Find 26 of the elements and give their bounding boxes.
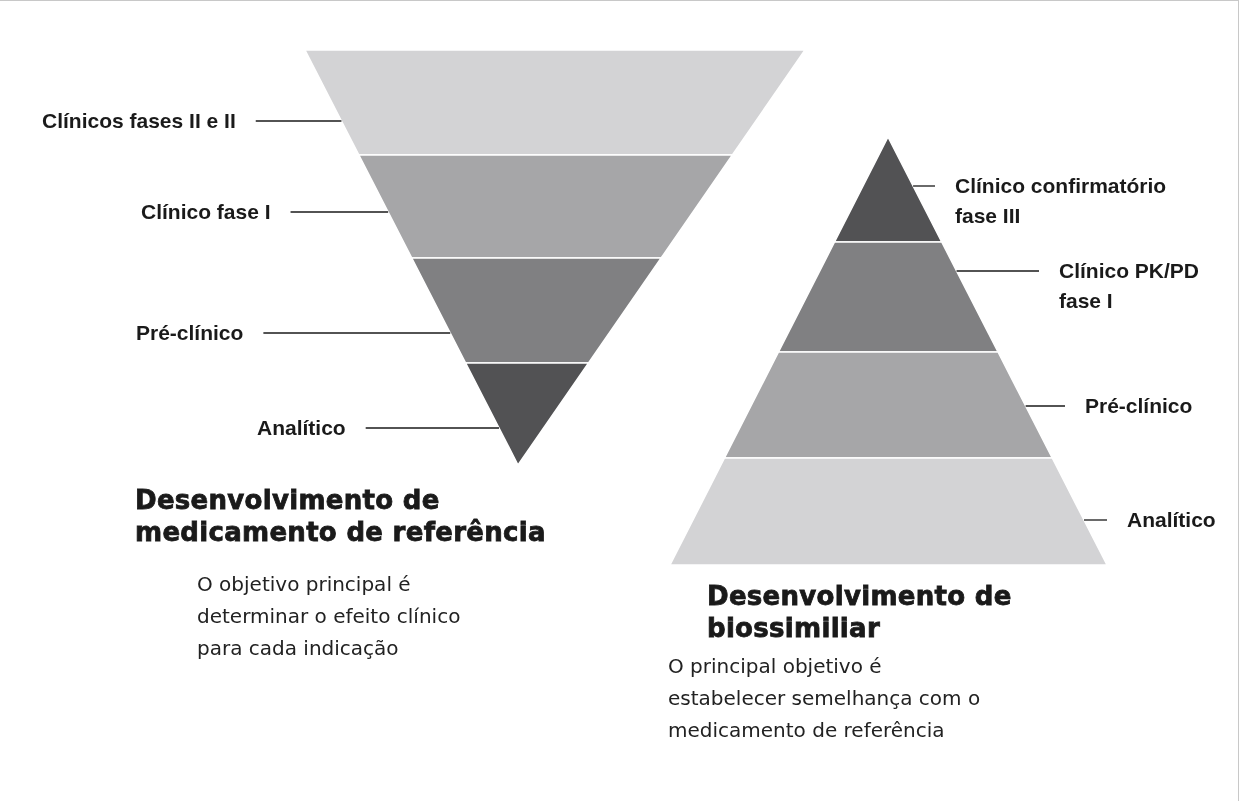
stage-label: Pré-clínico bbox=[136, 318, 244, 348]
pyramid-band bbox=[668, 457, 1109, 566]
leader-line bbox=[255, 120, 343, 122]
heading: Desenvolvimento de biossimiliar bbox=[707, 580, 1013, 644]
stage-label: Analítico bbox=[1127, 505, 1216, 535]
stage-label: Clínico PK/PD fase I bbox=[1059, 256, 1219, 316]
pyramid-band bbox=[723, 351, 1054, 459]
pyramid-band bbox=[357, 154, 734, 259]
leader-line bbox=[1083, 519, 1108, 521]
description: O principal objetivo é estabelecer semelhança com o medicamento de referência bbox=[668, 653, 982, 744]
leader-line bbox=[262, 332, 451, 334]
pyramid-band bbox=[777, 241, 1000, 353]
stage-label: Clínico fase I bbox=[141, 197, 271, 227]
leader-line bbox=[955, 270, 1040, 272]
stage-label: Clínicos fases II e II bbox=[42, 106, 236, 136]
stage-label: Clínico confirmatório fase III bbox=[955, 171, 1195, 231]
heading: Desenvolvimento de medicamento de referência bbox=[135, 484, 547, 548]
pyramid-band bbox=[410, 257, 663, 364]
pyramid-tip bbox=[464, 362, 590, 467]
description: O objetivo principal é determinar o efeito clínico para cada indicação bbox=[197, 571, 462, 662]
leader-line bbox=[289, 211, 389, 213]
leader-line bbox=[912, 185, 936, 187]
leader-line bbox=[365, 427, 500, 429]
stage-label: Pré-clínico bbox=[1085, 391, 1193, 421]
stage-label: Analítico bbox=[257, 413, 346, 443]
leader-line bbox=[1025, 405, 1066, 407]
